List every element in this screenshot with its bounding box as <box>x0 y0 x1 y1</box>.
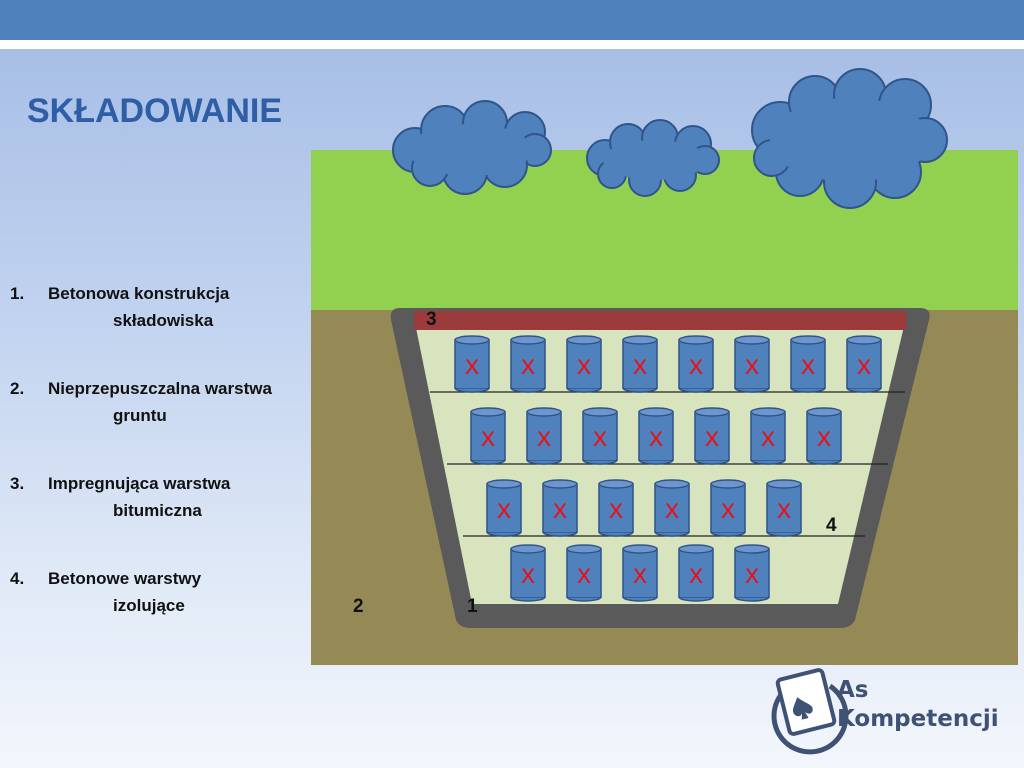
spade-icon <box>792 697 813 720</box>
barrel-icon: X <box>678 544 714 602</box>
barrel-icon: X <box>766 479 802 537</box>
barrel-icon: X <box>582 407 618 465</box>
barrel-mark: X <box>609 500 623 523</box>
barrel-icon: X <box>790 335 826 393</box>
barrel-mark: X <box>721 500 735 523</box>
label-3: 3 <box>426 309 437 330</box>
barrel-icon: X <box>846 335 882 393</box>
cloud-icon <box>392 100 552 195</box>
cloud-icon <box>751 68 948 209</box>
barrel-icon: X <box>678 335 714 393</box>
barrel-mark: X <box>857 356 871 379</box>
barrel-mark: X <box>777 500 791 523</box>
barrel-icon: X <box>566 544 602 602</box>
barrel-mark: X <box>689 356 703 379</box>
barrel-icon: X <box>566 335 602 393</box>
barrel-mark: X <box>817 428 831 451</box>
label-2: 2 <box>353 596 364 617</box>
legend-text-line2: izolujące <box>113 596 185 615</box>
barrel-icon: X <box>526 407 562 465</box>
logo-wordmark: As Kompetencji <box>837 676 999 734</box>
barrel-mark: X <box>649 428 663 451</box>
label-1: 1 <box>467 596 478 617</box>
barrel-mark: X <box>577 356 591 379</box>
barrel-mark: X <box>665 500 679 523</box>
barrel-icon: X <box>750 407 786 465</box>
barrel-mark: X <box>577 565 591 588</box>
barrel-mark: X <box>801 356 815 379</box>
legend-text-line1: Betonowe warstwy <box>48 569 202 588</box>
barrel-mark: X <box>465 356 479 379</box>
legend-text-line1: Nieprzepuszczalna warstwa <box>48 379 272 398</box>
barrel-icon: X <box>486 479 522 537</box>
header-divider <box>0 40 1024 49</box>
barrel-icon: X <box>510 335 546 393</box>
barrel-icon: X <box>470 407 506 465</box>
barrel-mark: X <box>521 565 535 588</box>
barrel-group: X X X X X X X X X X X X X X X X X X X X X X X X X X <box>454 335 882 602</box>
legend-text-line2: składowiska <box>113 311 214 330</box>
barrel-icon: X <box>622 544 658 602</box>
header-band <box>0 0 1024 40</box>
barrel-icon: X <box>510 544 546 602</box>
barrel-icon: X <box>734 335 770 393</box>
legend-number: 1. <box>10 284 25 303</box>
barrel-icon: X <box>734 544 770 602</box>
barrel-icon: X <box>654 479 690 537</box>
logo-line1: As <box>837 677 869 703</box>
barrel-icon: X <box>694 407 730 465</box>
barrel-mark: X <box>745 565 759 588</box>
barrel-icon: X <box>598 479 634 537</box>
legend-text-line2: gruntu <box>113 406 167 425</box>
barrel-icon: X <box>710 479 746 537</box>
barrel-mark: X <box>593 428 607 451</box>
barrel-mark: X <box>689 565 703 588</box>
slide-title: SKŁADOWANIE <box>27 92 282 130</box>
barrel-mark: X <box>761 428 775 451</box>
barrel-mark: X <box>553 500 567 523</box>
barrel-icon: X <box>454 335 490 393</box>
barrel-icon: X <box>622 335 658 393</box>
logo-line2: Kompetencji <box>837 706 999 732</box>
label-4: 4 <box>826 515 837 536</box>
cloud-icon <box>586 119 720 197</box>
bitumen-layer <box>414 311 906 330</box>
barrel-icon: X <box>542 479 578 537</box>
barrel-mark: X <box>537 428 551 451</box>
legend-number: 4. <box>10 569 25 588</box>
legend-number: 2. <box>10 379 25 398</box>
logo-emblem <box>771 668 849 755</box>
barrel-mark: X <box>481 428 495 451</box>
barrel-mark: X <box>521 356 535 379</box>
barrel-mark: X <box>633 356 647 379</box>
barrel-icon: X <box>638 407 674 465</box>
legend-text-line1: Impregnująca warstwa <box>48 474 231 493</box>
legend-text-line1: Betonowa konstrukcja <box>48 284 230 303</box>
barrel-mark: X <box>497 500 511 523</box>
barrel-mark: X <box>633 565 647 588</box>
barrel-icon: X <box>806 407 842 465</box>
legend-text-line2: bitumiczna <box>113 501 202 520</box>
legend-number: 3. <box>10 474 25 493</box>
barrel-mark: X <box>745 356 759 379</box>
barrel-mark: X <box>705 428 719 451</box>
